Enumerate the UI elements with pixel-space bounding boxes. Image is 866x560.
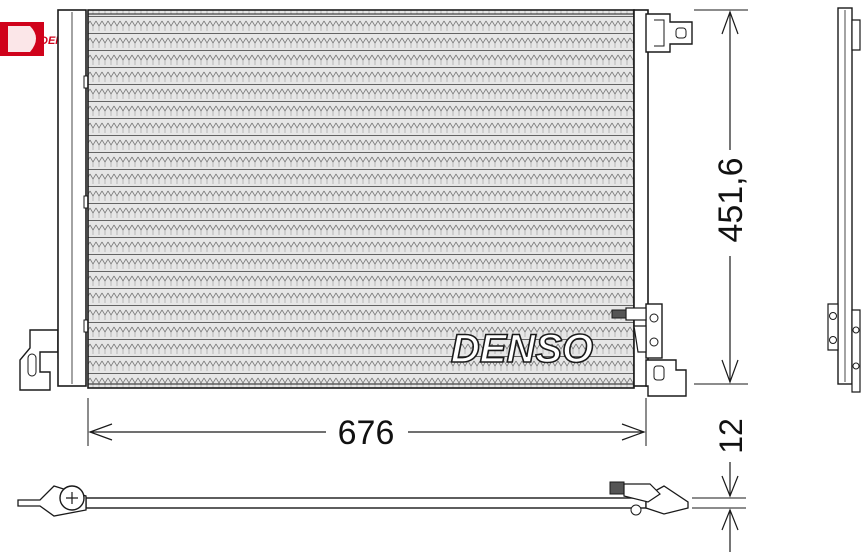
condenser-core [87, 9, 635, 389]
brand-label: DENSO [451, 327, 593, 371]
dimension-height: 451,6 [694, 9, 750, 385]
bottom-view [17, 481, 689, 517]
dimension-thickness: 12 [692, 418, 749, 552]
refrigerant-fitting-block [611, 303, 663, 359]
dimension-height-label: 451,6 [712, 157, 750, 242]
bottom-right-mounting-bracket [645, 359, 687, 397]
front-view: DENSO [19, 9, 693, 397]
side-view [827, 7, 861, 393]
bottom-core [85, 497, 647, 509]
dimension-width: 676 [87, 398, 647, 452]
right-header-tank [633, 9, 649, 387]
bottom-sensor [609, 481, 625, 495]
dimension-thickness-label: 12 [713, 418, 749, 454]
dimension-width-label: 676 [338, 414, 395, 452]
top-right-mounting-bracket [645, 13, 693, 53]
left-mounting-bracket [19, 329, 59, 391]
pressure-sensor [611, 309, 627, 319]
